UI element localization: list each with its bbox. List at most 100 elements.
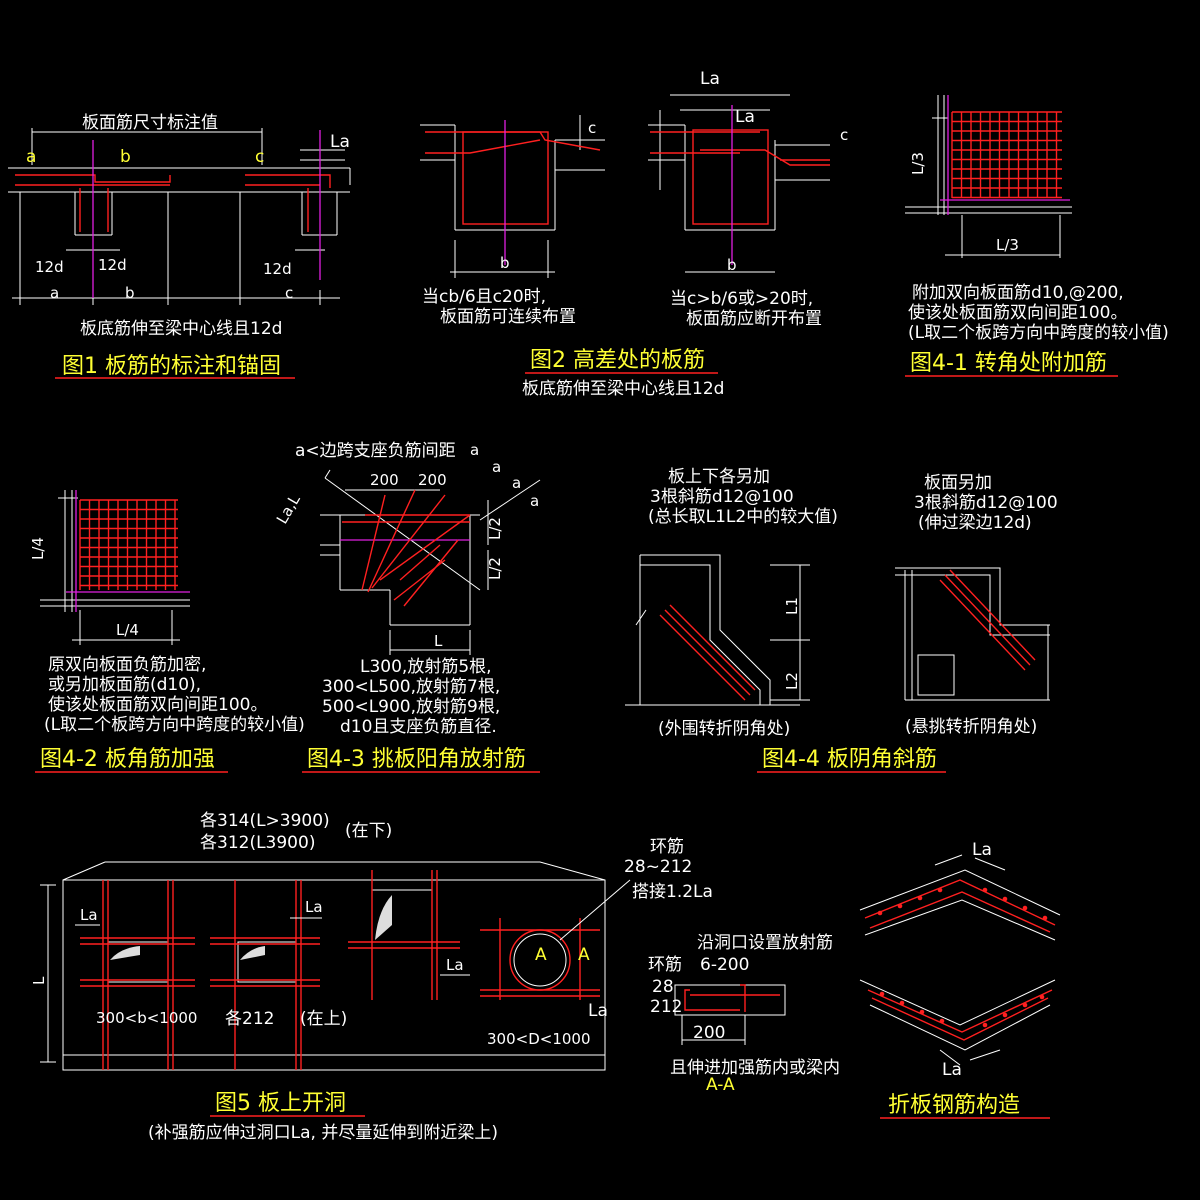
fig1-label-a: a [26,147,36,167]
fig4-4-l1c: (总长取L1L2中的较大值) [648,507,838,527]
bar-dot [1022,1002,1028,1008]
fig4-2-note2: 或另加板面筋(d10), [48,675,201,695]
fig4-1-note2: 使该处板面筋双向间距100。 [908,302,1127,323]
fig4-3-a2: a [492,458,501,476]
fig5-range2: 300<D<1000 [487,1030,591,1048]
fig2-note1a: 当cb/6且c20时, [422,287,546,307]
fig1-la: La [330,132,350,152]
fig4-4-l1: L1 [783,597,801,615]
fig4-3-n1: L300,放射筋5根, [360,657,492,677]
fig4-3-l2-1: L/2 [486,517,504,540]
fig4-3-n3: 500<L900,放射筋9根, [322,697,500,717]
fig5-la2: La [305,898,323,916]
bar-dot [917,895,923,901]
fig1-label-b: b [120,147,131,167]
fig5-hatch-3 [375,895,392,940]
fig2-c1: c [588,119,596,137]
aa-hoop: 环筋 [648,955,682,975]
fig5-hatch-2 [240,946,265,960]
fig1-slab-anchorage: 板面筋尺寸标注值 a b c La 12d 12d 12d a b c 板底筋伸… [8,113,351,379]
fig4-2-note4: (L取二个板跨方向中跨度的较小值) [44,715,305,735]
fig4-3-a4: a [530,492,539,510]
fig4-3-a1: a [470,441,479,459]
fig5-t2: 各312(L3900) [200,833,315,853]
fig1-bot-a: a [50,284,59,302]
fig1-bot-b: b [125,284,135,302]
fig5-hatch-1 [110,946,140,960]
fig5-ring1: 环筋 [650,837,684,857]
fig1-label-c: c [255,147,264,167]
fig4-2-l4-horizontal: L/4 [116,621,139,639]
fig1-dim-label: 板面筋尺寸标注值 [82,113,218,133]
fig1-bot-c: c [285,284,293,302]
fig2-note2a: 当c>b/6或>20时, [670,289,813,309]
fig4-4-title: 图4-4 板阴角斜筋 [762,747,937,772]
fig1-12d-3: 12d [263,260,292,278]
fig4-1-l3-horizontal: L/3 [996,236,1019,254]
fig4-4-inner-corner-bars: 板上下各另加 3根斜筋d12@100 (总长取L1L2中的较大值) L1 L2 … [625,467,1058,773]
fig4-3-200-2: 200 [418,471,447,489]
bar-dot [937,887,943,893]
fig4-3-a3: a [512,474,521,492]
fig5-each212: 各212 [225,1009,274,1029]
fig4-1-title: 图4-1 转角处附加筋 [910,351,1107,376]
fig4-3-l-bot: L [434,632,443,650]
fig4-4-cap-left: (外围转折阴角处) [658,719,790,739]
fig4-3-la-l: La,L [273,491,304,527]
fig4-3-title: 图4-3 挑板阳角放射筋 [307,747,526,772]
bar-dot [982,1022,988,1028]
aa-212: 212 [650,997,682,1017]
fig4-3-top: a<边跨支座负筋间距 [295,441,456,461]
aa-200: 200 [693,1023,725,1043]
fig2-la-inner: La [735,107,755,127]
fold-la-top: La [972,840,992,860]
fig1-title: 图1 板筋的标注和锚固 [62,354,281,379]
fig4-2-title: 图4-2 板角筋加强 [40,747,215,772]
fig4-3-n2: 300<L500,放射筋7根, [322,677,500,697]
fig4-1-rebar-mesh [951,111,1062,199]
fig4-4-l1a: 板上下各另加 [668,467,770,487]
aa-r1: 沿洞口设置放射筋 [697,933,833,953]
fig4-3-200-1: 200 [370,471,399,489]
bar-dot [877,910,883,916]
fig5-A2: A [578,945,590,965]
bar-dot [879,991,885,997]
folded-plate-bar-dots [877,887,1048,1028]
fig4-1-note3: (L取二个板跨方向中跨度的较小值) [908,323,1169,343]
fig4-4-r1b: 3根斜筋d12@100 [914,493,1058,513]
bar-dot [1042,915,1048,921]
bar-dot [1002,896,1008,902]
fig4-3-radial-bars: a<边跨支座负筋间距 a a a a 200 200 La,L L/2 L/2 … [273,441,541,773]
fig4-2-rebar-mesh [79,499,178,590]
fig4-2-l4-vertical: L/4 [29,537,47,560]
fig5-title: 图5 板上开洞 [215,1091,346,1116]
fig1-12d-2: 12d [98,256,127,274]
fig5-L: L [30,976,48,985]
bar-dot [1002,1012,1008,1018]
fig5-ring2: 28~212 [624,857,692,877]
fig1-12d-1: 12d [35,258,64,276]
bar-dot [897,903,903,909]
bar-dot [1039,994,1045,1000]
folded-plate-rebar: La La 折板钢筋构造 [859,840,1061,1119]
fig2-title: 图2 高差处的板筋 [530,348,705,373]
fig4-2-note3: 使该处板面筋双向间距100。 [48,694,267,715]
fig5-slab-openings: 各314(L>3900) 各312(L3900) (在下) La La La L… [30,811,713,1143]
bar-dot [982,887,988,893]
fig5-above: (在上) [300,1009,347,1029]
fig5-range1: 300<b<1000 [96,1009,197,1027]
fig2-la-top: La [700,69,720,89]
fig2-c2: c [840,126,848,144]
fig4-4-l1b: 3根斜筋d12@100 [650,487,794,507]
fig5-ring3: 搭接1.2La [632,882,713,902]
fig5-t1: 各314(L>3900) [200,811,330,831]
fig2-note2b: 板面筋应断开布置 [686,309,822,329]
fig1-note: 板底筋伸至梁中心线且12d [80,319,282,339]
fig2-note1b: 板面筋可连续布置 [440,307,576,327]
fig5-la1: La [80,906,98,924]
fig4-2-note1: 原双向板面负筋加密, [48,655,206,675]
fig4-1-corner-extra-bars: L/3 L/3 附加双向板面筋d10,@200, 使该处板面筋双向间距100。 … [905,95,1169,377]
bar-dot [899,1000,905,1006]
aa-note: 且伸进加强筋内或梁内 [670,1058,840,1078]
